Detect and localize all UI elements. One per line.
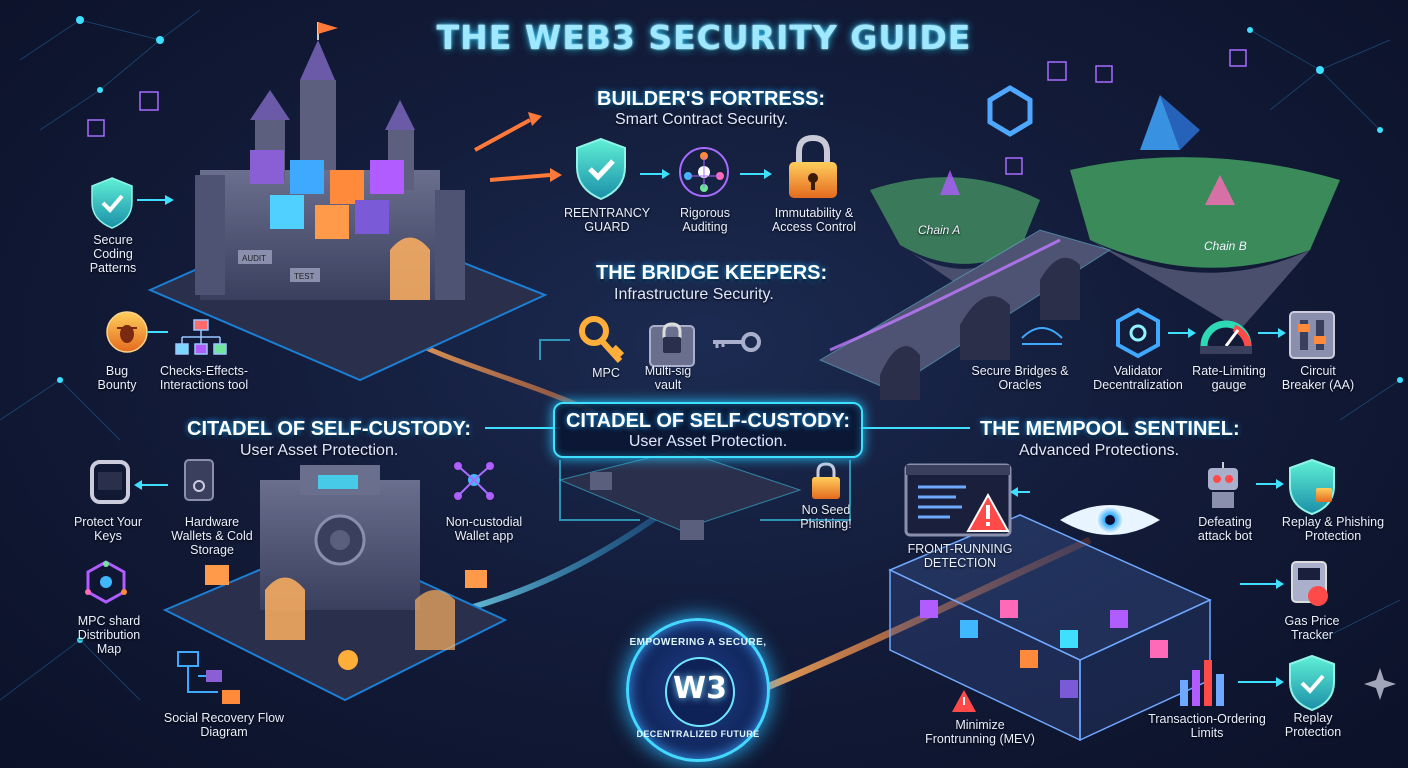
cei-tool-icon — [175, 319, 227, 355]
sparkle-icon — [1364, 668, 1396, 700]
custody-left-subtitle: User Asset Protection. — [240, 442, 399, 459]
auditing-network-icon — [679, 147, 729, 197]
custody-left-title: CITADEL OF SELF-CUSTODY: — [187, 418, 472, 440]
arrow-head-icon — [165, 195, 174, 205]
label-tx-ordering: Transaction-Ordering Limits — [1148, 712, 1266, 740]
bridge-key-icon — [713, 332, 761, 352]
warning-triangle-icon — [966, 492, 1010, 532]
chain-a-label: Chain A — [918, 223, 960, 237]
label-minimize-mev: Minimize Frontrunning (MEV) — [925, 718, 1035, 746]
label-validator: Validator Decentralization — [1093, 364, 1183, 392]
seal-w3-text: W3 — [673, 671, 727, 706]
test-sign: TEST — [294, 272, 315, 281]
label-protect-keys: Protect Your Keys — [73, 515, 143, 543]
floating-cubes — [87, 49, 1247, 175]
label-circuit-breaker: Circuit Breaker (AA) — [1281, 364, 1355, 392]
chain-b-label: Chain B — [1204, 239, 1247, 253]
w3-seal: EMPOWERING A SECURE, W3 DECENTRALIZED FU… — [626, 618, 770, 762]
page-title: THE WEB3 SECURITY GUIDE — [436, 18, 972, 57]
tx-ordering-bars-icon — [1180, 660, 1224, 706]
bridge-title: THE BRIDGE KEEPERS: — [596, 262, 828, 284]
mpc-key-icon — [579, 316, 625, 364]
non-custodial-network-icon — [454, 462, 494, 500]
replay-phishing-shield-icon — [1289, 458, 1335, 516]
reentrancy-shield-icon — [576, 137, 626, 201]
seal-core: W3 — [665, 657, 735, 727]
ledger-wallet-icon — [90, 460, 130, 504]
builders-subtitle: Smart Contract Security. — [615, 111, 789, 128]
mempool-illustration — [888, 505, 1212, 742]
seal-bottom-text: DECENTRALIZED FUTURE — [636, 729, 760, 739]
label-replay-phishing: Replay & Phishing Protection — [1281, 515, 1385, 543]
label-defeating-bot: Defeating attack bot — [1197, 515, 1253, 543]
label-replay-protection: Replay Protection — [1284, 711, 1342, 739]
custody-center-title: CITADEL OF SELF-CUSTODY: — [565, 410, 851, 432]
label-front-running: FRONT-RUNNING DETECTION — [907, 542, 1013, 570]
label-social-recovery: Social Recovery Flow Diagram — [163, 711, 285, 739]
arrow-orange-icon — [474, 118, 531, 152]
label-gas-price: Gas Price Tracker — [1284, 614, 1340, 642]
label-multisig: Multi-sig vault — [644, 364, 692, 392]
chains-bridge-illustration — [818, 85, 1340, 400]
label-secure-bridges: Secure Bridges & Oracles — [971, 364, 1069, 392]
replay-protection-shield-icon — [1289, 654, 1335, 712]
immutability-lock-icon — [789, 134, 837, 198]
secure-coding-shield-icon — [91, 177, 133, 229]
hardware-wallet-icon — [184, 459, 214, 501]
multisig-vault-icon — [649, 322, 695, 367]
custody-center-box: CITADEL OF SELF-CUSTODY: User Asset Prot… — [553, 402, 863, 458]
gas-price-tracker-icon — [1291, 561, 1328, 606]
label-non-custodial: Non-custodial Wallet app — [445, 515, 523, 543]
label-hardware-wallets: Hardware Wallets & Cold Storage — [171, 515, 253, 557]
audit-sign: AUDIT — [242, 254, 266, 263]
label-rate-limiting: Rate-Limiting gauge — [1192, 364, 1266, 392]
mempool-subtitle: Advanced Protections. — [1019, 442, 1180, 459]
no-seed-lock-icon — [812, 462, 840, 499]
circuit-breaker-icon — [1289, 311, 1335, 359]
fortress-illustration — [147, 22, 548, 382]
label-cei-tool: Checks-Effects-Interactions tool — [159, 364, 249, 392]
secure-bridge-mini-icon — [1021, 327, 1063, 345]
mpc-shard-map-icon — [85, 560, 127, 604]
mev-warning-icon — [952, 690, 976, 712]
label-auditing: Rigorous Auditing — [679, 206, 731, 234]
validator-hexagon-icon — [1116, 307, 1160, 359]
label-immutability: Immutability & Access Control — [771, 206, 857, 234]
label-no-seed: No Seed Phishing! — [800, 503, 852, 531]
builders-title: BUILDER'S FORTRESS: — [597, 88, 826, 110]
center-platform — [558, 449, 802, 540]
rate-limiting-gauge-icon — [1200, 320, 1252, 354]
seal-top-text: EMPOWERING A SECURE, — [629, 637, 767, 648]
social-recovery-flow-icon — [177, 651, 240, 704]
mempool-title: THE MEMPOOL SENTINEL: — [980, 418, 1240, 440]
attack-bot-icon — [1208, 462, 1238, 508]
network-nodes — [57, 16, 1403, 643]
label-reentrancy: REENTRANCY GUARD — [563, 206, 651, 234]
label-mpc-shard: MPC shard Distribution Map — [77, 614, 141, 656]
vault-illustration — [162, 465, 508, 702]
label-bug-bounty: Bug Bounty — [97, 364, 137, 392]
bug-bounty-icon — [106, 311, 148, 353]
label-mpc: MPC — [592, 366, 620, 380]
custody-center-subtitle: User Asset Protection. — [628, 433, 788, 450]
label-secure-coding: Secure Coding Patterns — [89, 233, 137, 275]
bridge-subtitle: Infrastructure Security. — [614, 286, 774, 303]
